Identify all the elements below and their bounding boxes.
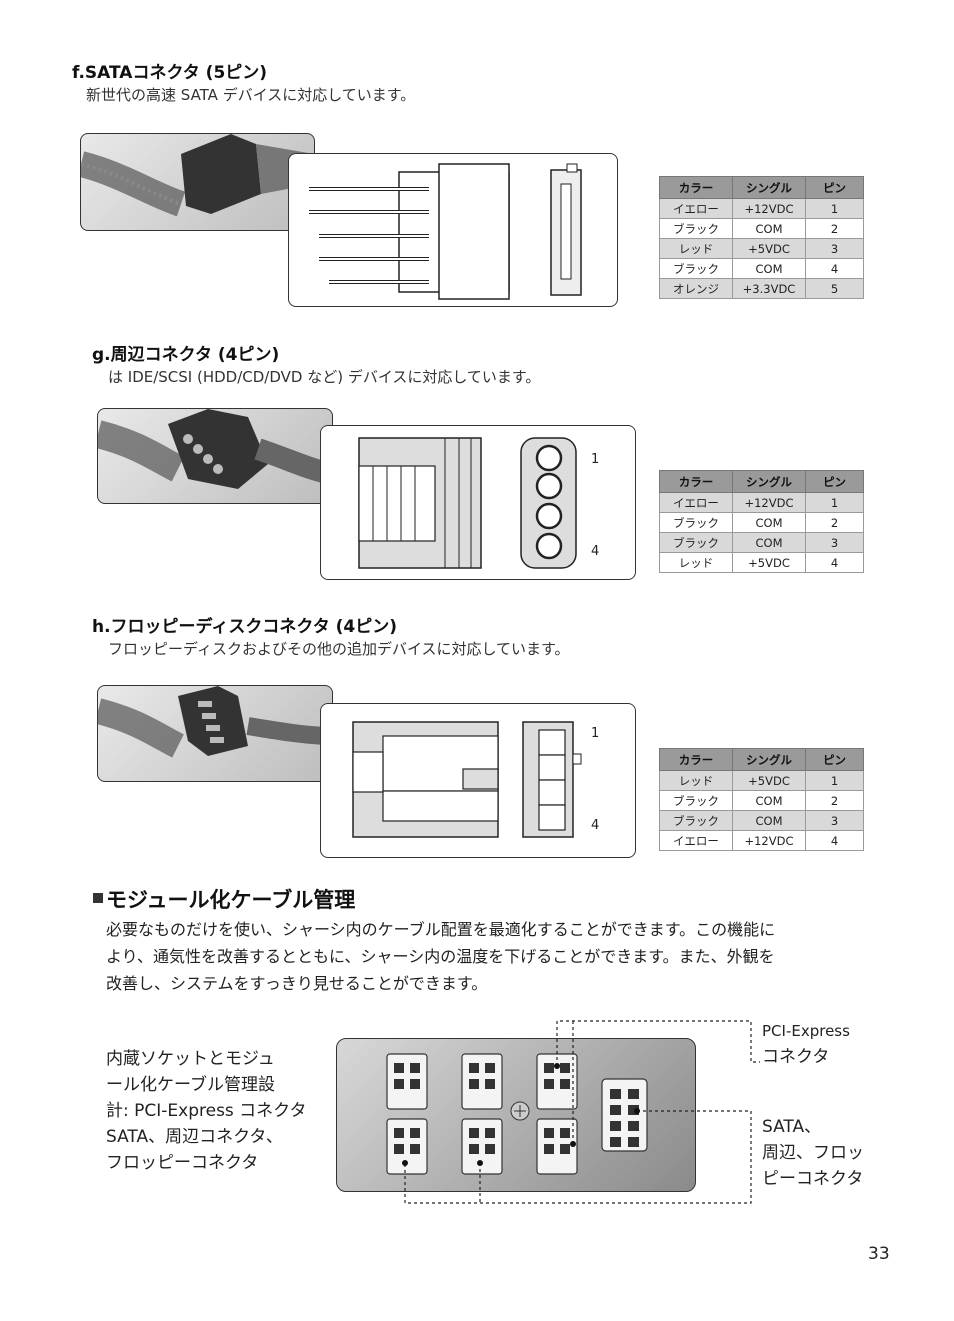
side-line: ール化ケーブル管理設: [106, 1075, 275, 1095]
cell-signal: +12VDC: [732, 492, 806, 513]
floppy-diagram: 1 4: [320, 703, 636, 858]
cell-color: ブラック: [659, 218, 733, 239]
cell-color: イエロー: [659, 830, 733, 851]
modular-side-text: 内蔵ソケットとモジュ ール化ケーブル管理設 計: PCI-Express コネク…: [106, 1046, 321, 1176]
pin-label-top: 1: [591, 452, 600, 467]
bullet-square-icon: [93, 893, 103, 903]
cell-color: ブラック: [659, 258, 733, 279]
cell-color: レッド: [659, 770, 733, 791]
modular-socket-illustration: [386, 1053, 648, 1175]
cell-pin: 4: [805, 258, 864, 279]
cell-pin: 4: [805, 552, 864, 573]
modular-body: 必要なものだけを使い、シャーシ内のケーブル配置を最適化することができます。この機…: [106, 916, 896, 997]
callout-pcie-line: コネクタ: [762, 1047, 830, 1067]
pin-label-bottom: 4: [591, 544, 600, 559]
cell-pin: 5: [805, 278, 864, 299]
side-line: 計: PCI-Express コネクタ: [106, 1101, 307, 1121]
body-line: 必要なものだけを使い、シャーシ内のケーブル配置を最適化することができます。この機…: [106, 920, 776, 939]
floppy-connector-drawing: [352, 721, 582, 838]
section-f-desc: 新世代の高速 SATA デバイスに対応しています。: [86, 86, 416, 104]
page-number: 33: [868, 1244, 890, 1264]
header-pin: ピン: [805, 176, 864, 199]
cell-signal: COM: [732, 810, 806, 831]
peripheral-diagram: 1 4: [320, 425, 636, 580]
modular-title: モジュール化ケーブル管理: [106, 888, 356, 912]
cell-color: レッド: [659, 238, 733, 259]
cell-color: オレンジ: [659, 278, 733, 299]
cell-signal: +5VDC: [732, 238, 806, 259]
sata-diagram: [288, 153, 618, 307]
body-line: 改善し、システムをすっきり見せることができます。: [106, 974, 488, 993]
side-line: 内蔵ソケットとモジュ: [106, 1049, 275, 1069]
section-h-title: h.フロッピーディスクコネクタ (4ピン): [92, 617, 397, 637]
header-pin: ピン: [805, 748, 864, 771]
cell-signal: +5VDC: [732, 770, 806, 791]
section-g-desc: は IDE/SCSI (HDD/CD/DVD など) デバイスに対応しています。: [108, 368, 541, 386]
header-color: カラー: [659, 176, 733, 199]
callout-sata-line: 周辺、フロッ: [762, 1143, 864, 1163]
cell-pin: 3: [805, 238, 864, 259]
floppy-cable-photo: [97, 685, 333, 782]
cell-pin: 2: [805, 218, 864, 239]
cell-color: ブラック: [659, 532, 733, 553]
cell-signal: +12VDC: [732, 198, 806, 219]
sata-connector-drawing: [309, 163, 582, 300]
section-g-title: g.周辺コネクタ (4ピン): [92, 345, 280, 365]
callout-sata-line: SATA、: [762, 1117, 822, 1137]
header-color: カラー: [659, 470, 733, 493]
modular-panel-photo: [336, 1038, 696, 1192]
cell-signal: COM: [732, 790, 806, 811]
cell-signal: +5VDC: [732, 552, 806, 573]
section-f-title: f.SATAコネクタ (5ピン): [72, 63, 268, 83]
body-line: より、通気性を改善するとともに、シャーシ内の温度を下げることができます。また、外…: [106, 947, 775, 966]
cell-color: レッド: [659, 552, 733, 573]
cell-signal: +12VDC: [732, 830, 806, 851]
peripheral-connector-drawing: [358, 437, 577, 569]
cell-pin: 1: [805, 492, 864, 513]
header-color: カラー: [659, 748, 733, 771]
pin-label-bottom: 4: [591, 818, 600, 833]
side-line: SATA、周辺コネクタ、: [106, 1127, 283, 1147]
header-signal: シングル: [732, 748, 806, 771]
header-pin: ピン: [805, 470, 864, 493]
pin-label-top: 1: [591, 726, 600, 741]
cell-signal: +3.3VDC: [732, 278, 806, 299]
callout-sata: SATA、 周辺、フロッ ピーコネクタ: [762, 1114, 864, 1192]
callout-sata-line: ピーコネクタ: [762, 1169, 864, 1189]
cell-pin: 4: [805, 830, 864, 851]
cell-pin: 1: [805, 198, 864, 219]
cell-signal: COM: [732, 258, 806, 279]
callout-pcie-line: PCI-Express: [762, 1022, 850, 1040]
side-line: フロッピーコネクタ: [106, 1153, 259, 1173]
section-h-desc: フロッピーディスクおよびその他の追加デバイスに対応しています。: [108, 640, 570, 658]
cell-pin: 3: [805, 532, 864, 553]
callout-pcie: PCI-Express コネクタ: [762, 1018, 850, 1070]
cell-pin: 3: [805, 810, 864, 831]
